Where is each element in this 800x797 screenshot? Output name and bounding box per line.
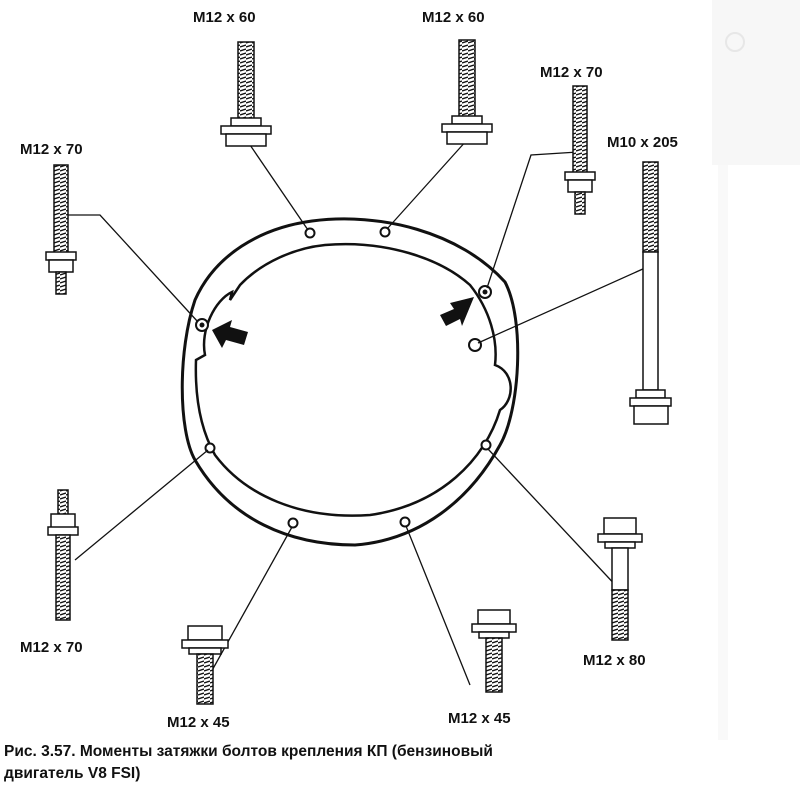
hole-top-right xyxy=(379,226,391,238)
label-lower-left: M12 x 70 xyxy=(20,639,83,656)
bolt-holes xyxy=(195,226,492,529)
bolt-top-left xyxy=(220,41,272,147)
bolt-lower-right xyxy=(597,517,643,641)
arrow-right-icon xyxy=(440,297,474,326)
caption-line-2: двигатель V8 FSI) xyxy=(4,765,141,782)
label-upper-right: M12 x 70 xyxy=(540,64,603,81)
gearbox-flange xyxy=(180,217,520,547)
bolt-far-right xyxy=(629,161,672,425)
label-far-right: M10 x 205 xyxy=(607,134,678,151)
bolt-diagram: M12 x 60 M12 x 60 M12 x 70 M10 x 205 M12… xyxy=(20,0,800,740)
stud-lower-left xyxy=(47,489,79,621)
stud-upper-right xyxy=(564,85,596,215)
figure-caption: Рис. 3.57. Моменты затяжки болтов крепле… xyxy=(4,741,744,785)
label-top-right: M12 x 60 xyxy=(422,9,485,26)
label-bottom-right: M12 x 45 xyxy=(448,710,511,727)
label-bottom-left: M12 x 45 xyxy=(167,714,230,731)
label-upper-left: M12 x 70 xyxy=(20,141,83,158)
hole-top-left xyxy=(304,227,316,239)
hole-bottom-left xyxy=(287,517,299,529)
background-shadow xyxy=(712,0,800,740)
arrow-left-icon xyxy=(212,320,248,348)
leader-lines xyxy=(67,139,646,693)
label-lower-right: M12 x 80 xyxy=(583,652,646,669)
hole-lower-right xyxy=(480,439,492,451)
arrow-icons xyxy=(212,297,474,348)
label-top-left: M12 x 60 xyxy=(193,9,256,26)
hole-right-side xyxy=(468,338,482,352)
bolt-bottom-right xyxy=(471,609,517,693)
hole-bottom-right xyxy=(399,516,411,528)
caption-line-1: Рис. 3.57. Моменты затяжки болтов крепле… xyxy=(4,743,493,760)
stud-upper-left xyxy=(45,164,77,295)
bolt-top-right xyxy=(441,39,493,145)
bolt-bottom-left xyxy=(181,625,229,705)
